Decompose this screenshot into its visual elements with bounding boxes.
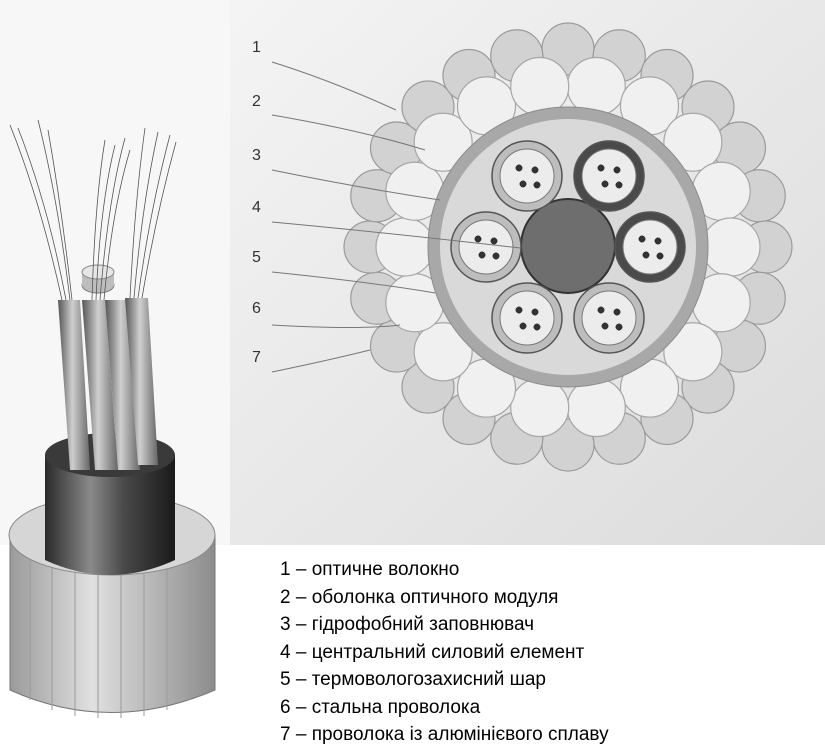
legend-item-5: 5 – термовологозахисний шар bbox=[280, 669, 546, 690]
optical-fiber bbox=[642, 251, 650, 259]
steel-wire bbox=[663, 112, 723, 172]
legend-item-6: 6 – стальна проволока bbox=[280, 696, 481, 718]
legend-item-7: 7 – проволока із алюмінієвого сплаву bbox=[280, 724, 609, 745]
optical-module-core bbox=[499, 290, 555, 346]
optical-fiber bbox=[656, 252, 664, 260]
optical-module-core bbox=[458, 219, 514, 275]
optical-fiber bbox=[531, 308, 539, 316]
optical-fiber bbox=[515, 306, 523, 314]
callout-1: 1 bbox=[252, 39, 261, 56]
optical-fiber bbox=[492, 252, 500, 260]
optical-fiber bbox=[638, 235, 646, 243]
optical-modules bbox=[450, 140, 686, 354]
optical-fiber bbox=[597, 164, 605, 172]
callout-6: 6 bbox=[252, 300, 261, 317]
cable-cross-section bbox=[343, 22, 793, 472]
optical-module-core bbox=[622, 219, 678, 275]
callout-lines bbox=[271, 61, 521, 373]
steel-wires bbox=[375, 56, 761, 438]
cable-3d-illustration bbox=[8, 119, 216, 718]
callout-3: 3 bbox=[252, 147, 261, 164]
steel-wire bbox=[701, 217, 761, 277]
optical-fiber bbox=[601, 322, 609, 330]
steel-wire bbox=[375, 217, 435, 277]
callout-2: 2 bbox=[252, 93, 261, 110]
optical-module-core bbox=[581, 290, 637, 346]
optical-modules-3d bbox=[58, 264, 158, 470]
optical-fiber bbox=[478, 251, 486, 259]
optical-fiber bbox=[615, 181, 623, 189]
optical-fiber bbox=[519, 180, 527, 188]
callout-5: 5 bbox=[252, 249, 261, 266]
legend-item-1: 1 – оптичне волокно bbox=[280, 559, 460, 580]
steel-wire bbox=[413, 322, 473, 382]
legend-item-2: 2 – оболонка оптичного модуля bbox=[280, 586, 559, 608]
optical-fiber bbox=[654, 237, 662, 245]
optical-fiber bbox=[615, 323, 623, 331]
optical-fiber bbox=[519, 322, 527, 330]
optical-fiber bbox=[613, 166, 621, 174]
legend-item-3: 3 – гідрофобний заповнювач bbox=[280, 614, 535, 635]
legend-item-4: 4 – центральний силовий елемент bbox=[280, 641, 585, 663]
optical-module-core bbox=[581, 148, 637, 204]
optical-fiber bbox=[597, 306, 605, 314]
optical-fiber bbox=[515, 164, 523, 172]
steel-wire bbox=[663, 322, 723, 382]
optical-fiber bbox=[533, 181, 541, 189]
optical-fiber bbox=[490, 237, 498, 245]
optical-fibers-3d bbox=[9, 119, 177, 301]
optical-fiber bbox=[474, 235, 482, 243]
callout-4: 4 bbox=[252, 199, 261, 216]
legend: 1 – оптичне волокно 2 – оболонка оптично… bbox=[270, 552, 820, 753]
callout-7: 7 bbox=[252, 349, 261, 366]
optical-fiber bbox=[533, 323, 541, 331]
outer-sheath bbox=[45, 455, 175, 575]
optical-fiber bbox=[601, 180, 609, 188]
central-strength-member bbox=[520, 198, 616, 294]
optical-fiber bbox=[613, 308, 621, 316]
optical-module-core bbox=[499, 148, 555, 204]
steel-wire bbox=[413, 112, 473, 172]
optical-fiber bbox=[531, 166, 539, 174]
